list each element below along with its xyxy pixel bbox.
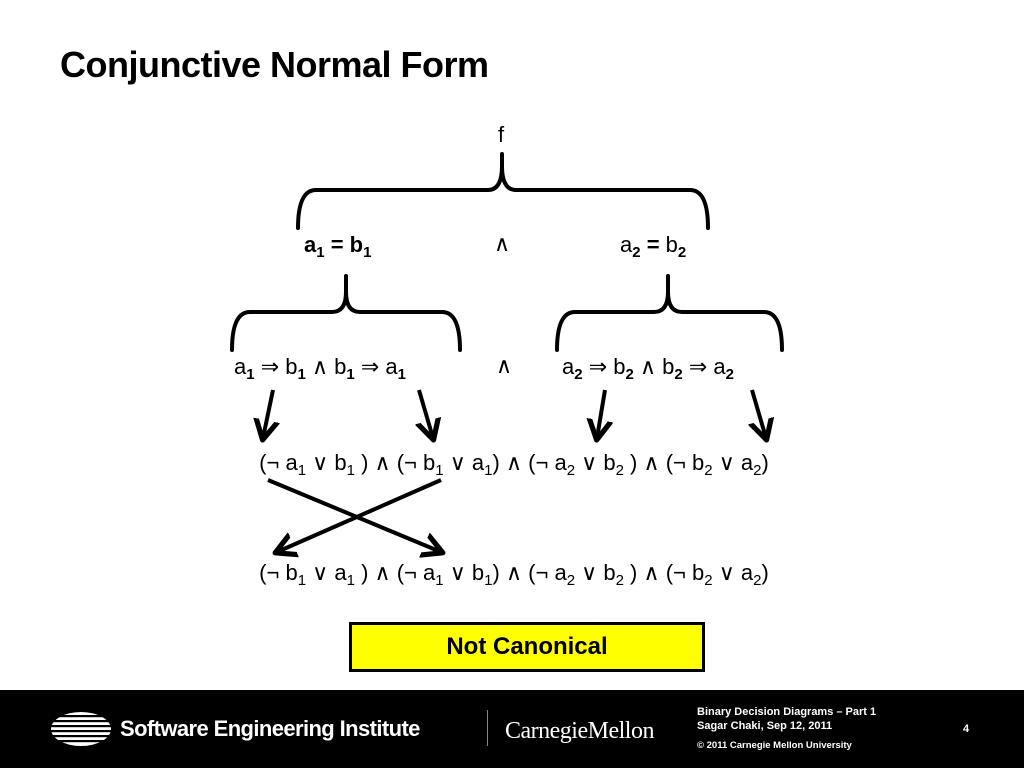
equiv-right-part-1: 2: [632, 244, 640, 261]
implications-left-part-5: 1: [346, 366, 354, 383]
equiv-right-part-0: a: [620, 232, 633, 257]
cnf-formula-2-part-4: ) ∧ (¬ a: [355, 560, 436, 585]
slide-title: Conjunctive Normal Form: [60, 44, 489, 85]
footer-info: Binary Decision Diagrams – Part 1 Sagar …: [697, 705, 876, 753]
cnf-formula-2-part-11: 2: [616, 572, 624, 589]
cnf-derivation-diagram: f a1 = b1 ∧ a2 = b2 a1 ⇒ b1 ∧ b1 ⇒ a1 ∧ …: [230, 122, 784, 589]
cnf-formula-2-part-9: 2: [567, 572, 575, 589]
cnf-formula-2-part-6: ∨ b: [444, 560, 485, 585]
equiv-left: a1 = b1: [304, 232, 371, 261]
cnf-formula-1-part-0: (¬ a: [259, 450, 298, 475]
implications-left-part-7: 1: [398, 366, 406, 383]
implications-left: a1 ⇒ b1 ∧ b1 ⇒ a1: [234, 354, 406, 383]
and-operator-level2: ∧: [496, 353, 512, 378]
callout-label: Not Canonical: [446, 633, 608, 660]
cnf-formula-2-part-7: 1: [484, 572, 492, 589]
implications-right-part-4: ∧ b: [634, 354, 675, 379]
equiv-right: a2 = b2: [620, 232, 686, 261]
brace-left: [230, 274, 462, 352]
cnf-formula-2-part-13: 2: [704, 572, 712, 589]
implications-left-part-6: ⇒ a: [355, 354, 399, 379]
implications-right-part-0: a: [562, 354, 575, 379]
brace-right: [555, 274, 784, 352]
cnf-formula-1-part-7: 1: [484, 462, 492, 479]
arrow-down-3: [597, 389, 605, 438]
not-canonical-callout: Not Canonical: [349, 622, 705, 672]
and-operator-level1: ∧: [494, 231, 510, 256]
cnf-formula-1-part-15: 2: [753, 462, 761, 479]
cnf-formula-2-part-2: ∨ a: [306, 560, 347, 585]
implications-right-part-1: 2: [574, 366, 582, 383]
arrow-down-2: [419, 389, 433, 438]
copyright: © 2011 Carnegie Mellon University: [697, 740, 852, 751]
equiv-left-part-2: = b: [325, 232, 364, 257]
implications-right-part-7: 2: [726, 366, 734, 383]
cnf-formula-1-part-5: 1: [435, 462, 443, 479]
equiv-left-part-0: a: [304, 232, 317, 257]
equiv-right-part-4: 2: [678, 244, 686, 261]
page-number: 4: [963, 723, 970, 735]
root-formula-f: f: [498, 122, 505, 147]
implications-right: a2 ⇒ b2 ∧ b2 ⇒ a2: [562, 354, 734, 383]
arrow-down-4: [752, 389, 766, 438]
implications-right-part-2: ⇒ b: [583, 354, 626, 379]
implications-left-part-0: a: [234, 354, 247, 379]
cnf-formula-2-part-5: 1: [435, 572, 443, 589]
equiv-left-part-1: 1: [316, 244, 324, 261]
equiv-right-part-2: =: [641, 232, 666, 257]
cnf-formula-1-part-6: ∨ a: [444, 450, 485, 475]
implications-right-part-5: 2: [674, 366, 682, 383]
cnf-formula-2-part-16: ): [761, 560, 768, 585]
cnf-formula-2-part-14: ∨ a: [713, 560, 754, 585]
cnf-formula-2-part-12: ) ∧ (¬ b: [624, 560, 704, 585]
cnf-formula-1-part-4: ) ∧ (¬ b: [355, 450, 435, 475]
implications-left-part-4: ∧ b: [306, 354, 347, 379]
cmu-wordmark: CarnegieMellon: [505, 718, 654, 744]
equiv-right-part-3: b: [666, 232, 678, 257]
cnf-formula-1-part-3: 1: [347, 462, 355, 479]
sei-logo-icon: [50, 712, 112, 746]
cnf-formula-1-part-12: ) ∧ (¬ b: [624, 450, 704, 475]
footer-divider: [487, 710, 488, 746]
course-title: Binary Decision Diagrams – Part 1: [697, 706, 877, 718]
brace-top: [296, 152, 710, 230]
cnf-formula-1-part-10: ∨ b: [575, 450, 616, 475]
cnf-formula-2-part-0: (¬ b: [259, 560, 298, 585]
arrow-down-1: [263, 389, 273, 438]
arrow-cross-2: [277, 478, 442, 552]
cnf-formula-1: (¬ a1 ∨ b1 ) ∧ (¬ b1 ∨ a1) ∧ (¬ a2 ∨ b2 …: [259, 450, 769, 479]
cnf-formula-2-part-8: ) ∧ (¬ a: [493, 560, 568, 585]
implications-left-part-2: ⇒ b: [255, 354, 298, 379]
cnf-formula-1-part-14: ∨ a: [713, 450, 754, 475]
cnf-formula-1-part-2: ∨ b: [306, 450, 347, 475]
cnf-formula-2-part-1: 1: [298, 572, 306, 589]
equiv-left-part-3: 1: [363, 244, 371, 261]
cnf-formula-1-part-16: ): [761, 450, 768, 475]
implications-right-part-6: ⇒ a: [683, 354, 727, 379]
sei-wordmark: Software Engineering Institute: [120, 716, 420, 741]
cnf-formula-2: (¬ b1 ∨ a1 ) ∧ (¬ a1 ∨ b1) ∧ (¬ a2 ∨ b2 …: [259, 560, 769, 589]
cnf-formula-2-part-10: ∨ b: [575, 560, 616, 585]
author-date: Sagar Chaki, Sep 12, 2011: [697, 720, 833, 732]
cnf-formula-1-part-11: 2: [616, 462, 624, 479]
cnf-formula-2-part-3: 1: [347, 572, 355, 589]
implications-left-part-3: 1: [298, 366, 306, 383]
implications-left-part-1: 1: [246, 366, 254, 383]
cnf-formula-1-part-1: 1: [298, 462, 306, 479]
implications-right-part-3: 2: [626, 366, 634, 383]
cnf-formula-1-part-9: 2: [567, 462, 575, 479]
slide-footer: Software Engineering Institute CarnegieM…: [0, 690, 1024, 768]
cnf-formula-1-part-8: ) ∧ (¬ a: [493, 450, 568, 475]
cnf-formula-2-part-15: 2: [753, 572, 761, 589]
cnf-formula-1-part-13: 2: [704, 462, 712, 479]
